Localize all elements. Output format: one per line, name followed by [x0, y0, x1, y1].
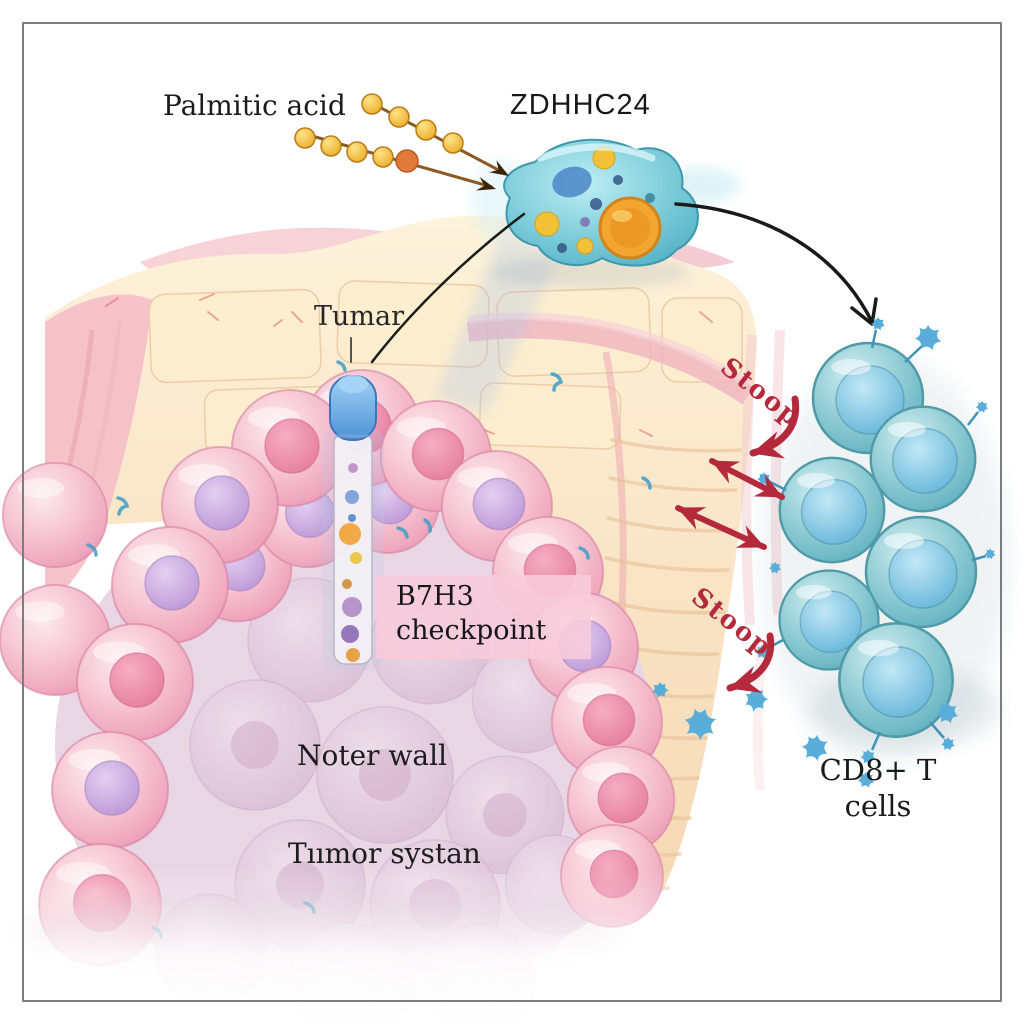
enzyme-cargo	[534, 146, 662, 260]
bead	[388, 106, 410, 128]
b7h3-checkpoint-molecule	[322, 375, 384, 670]
nucleus	[194, 475, 250, 531]
nucleus	[84, 760, 140, 816]
arrowhead	[850, 297, 878, 326]
nucleus	[597, 772, 649, 824]
tumor-label: Tumar	[314, 301, 405, 332]
b7h3-checkpoint-text: B7H3 checkpoint	[396, 581, 547, 646]
inhibition-arrows	[673, 395, 800, 701]
bead	[372, 146, 394, 168]
palmitic-acid-label: Palmitic acid	[163, 89, 346, 122]
nucleus	[109, 652, 165, 708]
rod-cargo	[339, 463, 362, 662]
palmitic-acid-chains	[294, 93, 513, 196]
receptor-splat	[914, 324, 942, 351]
nucleus	[582, 693, 636, 747]
bead	[294, 127, 316, 149]
bead	[320, 135, 342, 157]
flow-arrows	[350, 202, 878, 364]
nucleus	[472, 477, 526, 531]
bead	[415, 119, 437, 141]
cd8-t-cells-label: CD8+ T cells	[819, 753, 937, 823]
tumor-to-enzyme-line	[370, 212, 526, 364]
bead	[442, 132, 464, 154]
tumor-system-label: Tıımor systan	[288, 837, 481, 870]
bead	[361, 93, 383, 115]
enzyme-to-tcell-arrow	[674, 202, 874, 324]
bottom-fade	[0, 868, 1024, 1024]
t-cell	[869, 405, 977, 513]
zdhhc24-label: ZDHHC24	[510, 89, 651, 121]
nucleus	[264, 418, 320, 474]
t-cell	[864, 515, 978, 629]
t-cell	[778, 456, 886, 564]
bead-orange	[395, 149, 419, 173]
enzyme-blob	[470, 138, 740, 288]
inner-wall-label: Noter wall	[297, 739, 448, 772]
receptor-splat	[975, 400, 989, 413]
cd8-t-cell-cluster	[648, 317, 1010, 788]
bead	[346, 141, 368, 163]
nucleus	[144, 555, 200, 611]
b7h3-checkpoint-callout: B7H3 checkpoint	[376, 575, 591, 659]
cell	[1, 461, 109, 569]
t-cell	[838, 622, 954, 738]
